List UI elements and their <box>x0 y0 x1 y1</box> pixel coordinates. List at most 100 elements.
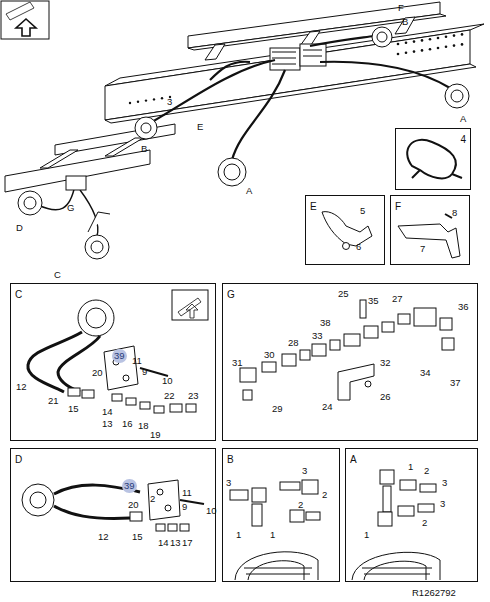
callout-number: 6 <box>356 242 361 252</box>
panel-a-parts <box>352 470 440 580</box>
callout-number: 3 <box>302 466 307 476</box>
nut <box>343 243 350 250</box>
callout-number: 1 <box>364 530 369 540</box>
panel-letter: A <box>346 452 361 467</box>
callout-number: 3 <box>167 97 172 107</box>
callout-number: 14 <box>102 407 113 417</box>
callout-number: 1 <box>236 530 241 540</box>
view-letter: A <box>246 186 252 196</box>
callout-number: 14 <box>158 538 169 548</box>
callout-number: 12 <box>16 382 27 392</box>
callout-number: 7 <box>420 244 425 254</box>
view-letter: D <box>16 223 23 233</box>
brake-chambers <box>18 27 469 259</box>
bracket-e <box>322 212 372 246</box>
callout-number: 36 <box>458 302 469 312</box>
panel-g-parts <box>240 300 454 400</box>
callout-number: 2 <box>150 494 155 504</box>
callout-number: 30 <box>264 350 275 360</box>
callout-number: 11 <box>132 356 142 366</box>
icon-truck <box>6 2 34 20</box>
callout-number: 1 <box>270 530 275 540</box>
callout-number: 16 <box>122 419 133 429</box>
callout-number: 5 <box>360 206 365 216</box>
bracket-f <box>398 224 460 258</box>
hose-clamp <box>407 140 462 178</box>
view-panel: F <box>390 195 470 265</box>
callout-number: 2 <box>422 518 427 528</box>
callout-number: 31 <box>232 358 243 368</box>
callout-number: 39 <box>122 479 137 493</box>
view-panel: G <box>222 283 478 441</box>
callout-number: 8 <box>452 208 457 218</box>
icon-arrow <box>16 19 36 36</box>
view-panel: D <box>10 448 216 582</box>
callout-number: 13 <box>170 538 181 548</box>
panel-letter: G <box>223 287 239 302</box>
view-panel: C <box>10 283 216 441</box>
callout-number: 19 <box>150 430 161 440</box>
callout-number: 20 <box>92 368 103 378</box>
panel-letter: E <box>306 199 321 214</box>
callout-number: 12 <box>98 532 109 542</box>
panel-letter: C <box>11 287 26 302</box>
view-letter: A <box>460 114 466 124</box>
panel-letter: 4 <box>456 132 470 147</box>
callout-number: 20 <box>128 500 139 510</box>
callout-number: 3 <box>226 478 231 488</box>
callout-number: 28 <box>288 338 299 348</box>
frame-holes <box>129 33 464 104</box>
bolt <box>445 214 452 218</box>
callout-number: 1 <box>408 462 413 472</box>
panel-letter: F <box>391 199 405 214</box>
callout-number: 32 <box>380 358 391 368</box>
callout-number: 33 <box>312 331 323 341</box>
panel-d-parts <box>22 480 204 531</box>
view-panel: B <box>222 448 340 582</box>
callout-number: 25 <box>338 289 349 299</box>
callout-number: 9 <box>182 502 187 512</box>
callout-number: 15 <box>132 532 143 542</box>
callout-number: 10 <box>162 376 173 386</box>
valve-cluster <box>270 44 326 70</box>
view-letter: G <box>67 203 74 213</box>
callout-number: 29 <box>272 404 283 414</box>
view-letter: E <box>197 122 203 132</box>
callout-number: 17 <box>182 538 193 548</box>
view-letter: C <box>54 270 61 280</box>
callout-number: 2 <box>424 466 429 476</box>
callout-number: 3 <box>442 478 447 488</box>
callout-number: 18 <box>138 421 149 431</box>
callout-number: 26 <box>380 392 391 402</box>
callout-number: 38 <box>320 318 331 328</box>
panel-letter: B <box>223 452 238 467</box>
callout-number: 13 <box>102 419 113 429</box>
callout-number: 37 <box>450 378 461 388</box>
callout-number: 34 <box>420 368 431 378</box>
drawing-number: R1262792 <box>412 588 456 598</box>
view-panel: E <box>305 195 385 265</box>
callout-number: 10 <box>206 506 217 516</box>
callout-number: 3 <box>440 499 445 509</box>
view-letter: B <box>141 144 147 154</box>
callout-number: 23 <box>188 391 199 401</box>
callout-number: 39 <box>112 349 127 363</box>
callout-number: 27 <box>392 294 403 304</box>
callout-number: 21 <box>48 396 59 406</box>
chassis-frame <box>5 2 484 192</box>
brake-hoses <box>38 36 450 236</box>
icon-box <box>1 1 49 39</box>
callout-number: 9 <box>142 367 147 377</box>
callout-number: 2 <box>298 500 303 510</box>
panel-letter: D <box>11 452 26 467</box>
panel-c-parts <box>28 290 208 413</box>
callout-number: 11 <box>182 488 192 498</box>
callout-number: 15 <box>68 404 79 414</box>
view-letter: F <box>398 3 404 13</box>
callout-number: 24 <box>322 402 333 412</box>
panel-b-parts <box>230 480 320 580</box>
callout-number: 35 <box>368 296 379 306</box>
view-letter: B <box>402 17 408 27</box>
callout-number: 22 <box>164 391 175 401</box>
